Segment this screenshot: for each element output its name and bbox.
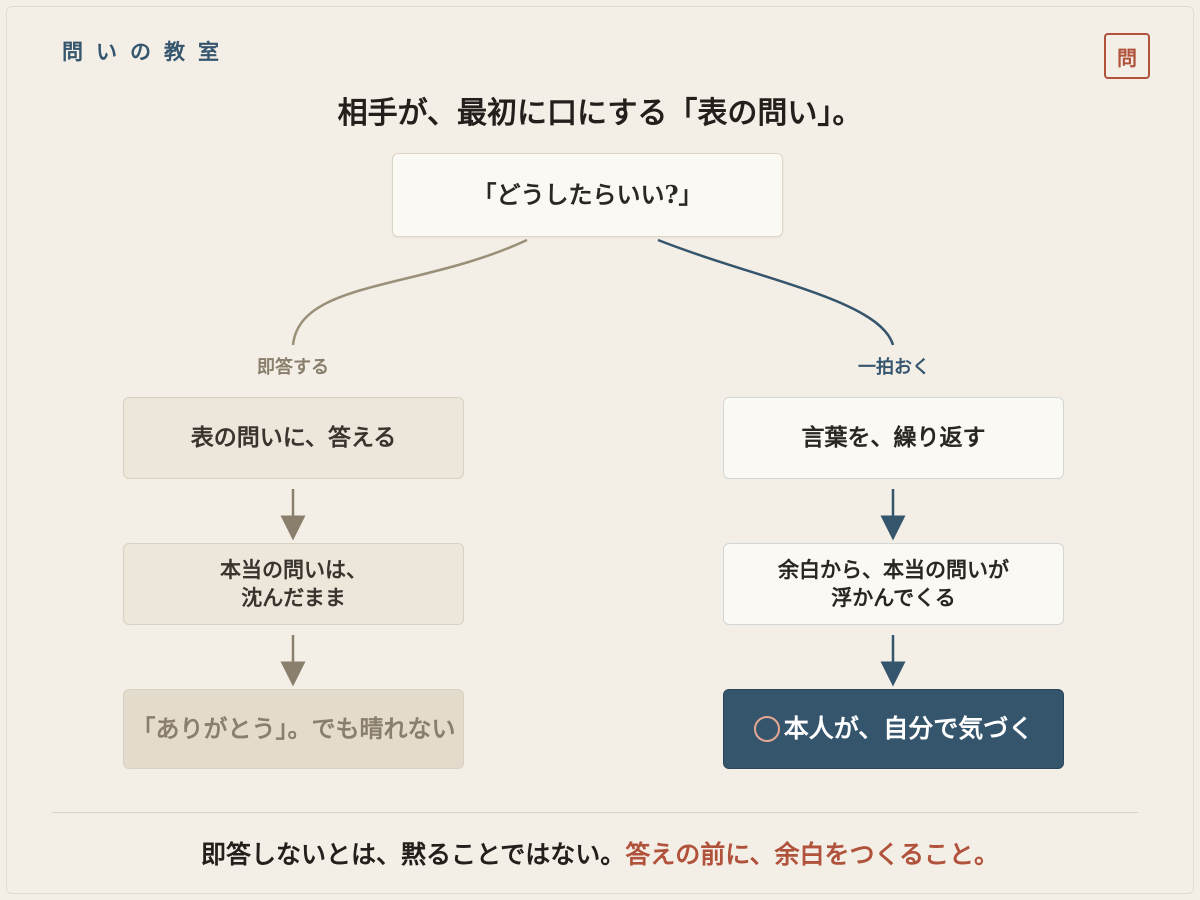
left-step-2-line-1: 本当の問いは、 bbox=[220, 556, 367, 582]
headline: 相手が、最初に口にする「表の問い」。 bbox=[337, 96, 863, 131]
footer-message: 即答しないとは、黙ることではない。答えの前に、余白をつくること。 bbox=[0, 835, 1200, 871]
right-step-3-outcome: 本人が、自分で気づく bbox=[723, 689, 1064, 769]
right-step-1: 言葉を、繰り返す bbox=[723, 397, 1064, 479]
brand-title: 問いの教室 bbox=[62, 39, 232, 64]
branch-label-immediate: 即答する bbox=[257, 357, 329, 378]
right-step-3-text: 本人が、自分で気づく bbox=[783, 714, 1034, 744]
branch-label-pause: 一拍おく bbox=[858, 357, 930, 378]
circle-icon bbox=[753, 716, 780, 742]
surface-question-box: 「どうしたらいい?」 bbox=[392, 153, 783, 237]
left-step-2: 本当の問いは、 沈んだまま bbox=[123, 543, 464, 625]
footer-accent: 答えの前に、余白をつくること。 bbox=[625, 840, 1000, 869]
right-step-2-line-1: 余白から、本当の問いが bbox=[778, 556, 1009, 582]
left-step-2-line-2: 沈んだまま bbox=[241, 585, 346, 610]
right-step-2-line-2: 浮かんでくる bbox=[831, 585, 956, 610]
seal-stamp: 問 bbox=[1104, 33, 1150, 79]
divider bbox=[52, 812, 1138, 813]
curve-right bbox=[657, 238, 895, 346]
left-step-3-outcome: 「ありがとう」。でも晴れない bbox=[123, 689, 464, 769]
right-step-2: 余白から、本当の問いが 浮かんでくる bbox=[723, 543, 1064, 625]
left-step-1: 表の問いに、答える bbox=[123, 397, 464, 479]
curve-left bbox=[291, 238, 528, 346]
footer-main: 即答しないとは、黙ることではない。 bbox=[200, 840, 626, 869]
